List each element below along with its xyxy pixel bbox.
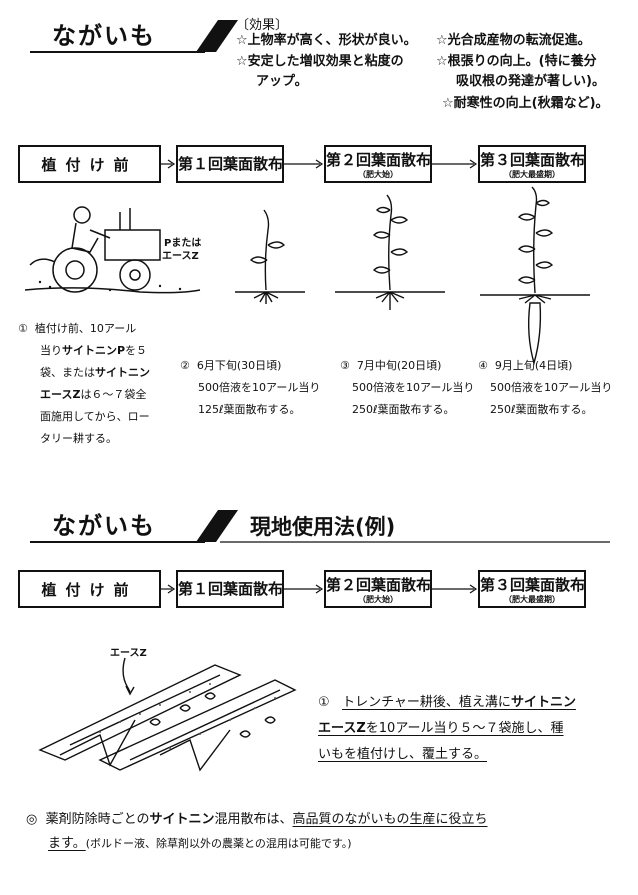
note-marker: ④ <box>478 359 488 372</box>
note-line: タリー耕する。 <box>40 432 117 445</box>
yam-plant-late <box>480 186 590 366</box>
yam-plant-mid <box>335 194 445 310</box>
flow-step-preplant: 植付け前 <box>18 145 161 183</box>
note-line: 混用散布は、 <box>214 812 293 827</box>
effect-item: 吸収根の発達が著しい)。 <box>456 74 605 89</box>
section1-title: ながいも <box>52 22 156 50</box>
tractor-label-line2: エースZ <box>162 251 199 262</box>
title-slash-decoration <box>30 510 610 543</box>
note-marker: ① <box>18 322 28 335</box>
note-line: 500倍液を10アール当り <box>198 381 321 394</box>
section2-title: ながいも <box>52 512 156 540</box>
note-line: 250ℓ葉面散布する。 <box>490 403 593 416</box>
note-line: 250ℓ葉面散布する。 <box>352 403 455 416</box>
flow-step-label: 第３回葉面散布 <box>480 151 586 169</box>
effects-label: 〔効果〕 <box>236 18 289 33</box>
flow-step-spray2: 第２回葉面散布 （肥大始） <box>324 145 432 183</box>
note-line: いもを植付けし、覆土する。 <box>318 747 488 762</box>
flow-step-sub: （肥大始） <box>358 595 398 604</box>
flow-step-label: 第２回葉面散布 <box>326 151 432 169</box>
tractor-label-line1: Pまたは <box>164 238 202 249</box>
note-line: 500倍液を10アール当り <box>490 381 613 394</box>
flow-step-spray2: 第２回葉面散布 （肥大始） <box>324 570 432 608</box>
trench-field-illustration <box>38 657 297 772</box>
note-marker: ② <box>180 359 190 372</box>
flow-step-spray1: 第１回葉面散布 <box>176 145 284 183</box>
note-line: 9月上旬(4日頃) <box>494 359 573 372</box>
flow-step-spray3: 第３回葉面散布 （肥大最盛期） <box>478 145 586 183</box>
effect-item: ☆安定した増収効果と粘度の <box>236 54 404 69</box>
note-line: を10アール当り５～７袋施し、種 <box>365 721 564 736</box>
flow-step-sub: （肥大最盛期） <box>504 595 560 604</box>
note-line: 6月下旬(30日頃) <box>196 359 282 372</box>
flow-step-label: 第１回葉面散布 <box>178 155 284 173</box>
note-line: ます。 <box>48 836 86 851</box>
note-spray2: ③ 7月中旬(20日頃) 500倍液を10アール当り 250ℓ葉面散布する。 <box>340 355 474 421</box>
note-line: 500倍液を10アール当り <box>352 381 475 394</box>
tractor-illustration <box>24 206 201 294</box>
note-line: 高品質のながいもの生産に役立ち <box>292 812 488 827</box>
effect-item: ☆耐寒性の向上(秋霜など)。 <box>442 96 609 111</box>
note-line: 薬剤防除時ごとの <box>45 812 150 827</box>
flow-step-spray1: 第１回葉面散布 <box>176 570 284 608</box>
product-name: サイトニンP <box>62 344 126 357</box>
flow-step-label: 植付け前 <box>41 156 138 174</box>
note-marker: ③ <box>340 359 350 372</box>
note-line: 125ℓ葉面散布する。 <box>198 403 301 416</box>
effect-item: ☆上物率が高く、形状が良い。 <box>236 33 417 48</box>
note-line: は６～７袋全 <box>80 388 147 401</box>
note-line: (ボルドー液、除草剤以外の農薬との混用は可能です。) <box>85 837 352 850</box>
note-spray3: ④ 9月上旬(4日頃) 500倍液を10アール当り 250ℓ葉面散布する。 <box>478 355 612 421</box>
note-line: 面施用してから、ロー <box>40 410 150 423</box>
product-name: エースZ <box>40 388 81 401</box>
note-line: を５ <box>125 344 148 357</box>
flow-step-label: 第１回葉面散布 <box>178 580 284 598</box>
flow-arrows <box>161 159 478 169</box>
flow-step-label: 植付け前 <box>41 581 138 599</box>
flow-step-spray3: 第３回葉面散布 （肥大最盛期） <box>478 570 586 608</box>
note-line: トレンチャー耕後、植え溝に <box>342 695 511 710</box>
bottom-marker: ◎ <box>26 812 38 827</box>
note-line: 当り <box>40 344 62 357</box>
note-preplant: ① 植付け前、10アール 当りサイトニンPを５ 袋、またはサイトニン エースZは… <box>18 318 150 450</box>
product-name: サイトニン <box>149 812 215 827</box>
effect-item: アップ。 <box>256 74 308 89</box>
note-line: 袋、または <box>40 366 95 379</box>
note-spray1: ② 6月下旬(30日頃) 500倍液を10アール当り 125ℓ葉面散布する。 <box>180 355 320 421</box>
flow-step-sub: （肥大最盛期） <box>504 170 560 179</box>
product-name: エースZ <box>318 721 366 736</box>
field-label: エースZ <box>110 648 147 659</box>
flow-step-preplant: 植付け前 <box>18 570 161 608</box>
section2-subtitle: 現地使用法(例) <box>250 515 396 539</box>
effect-item: ☆光合成産物の転流促進。 <box>436 33 591 48</box>
title-slash-decoration <box>30 20 238 53</box>
flow-step-label: 第３回葉面散布 <box>480 576 586 594</box>
flow-arrows <box>161 584 478 594</box>
yam-plant-early <box>235 209 305 304</box>
flow-step-label: 第２回葉面散布 <box>326 576 432 594</box>
flow-step-sub: （肥大始） <box>358 170 398 179</box>
product-name: サイトニン <box>95 366 150 379</box>
note-line: 7月中旬(20日頃) <box>356 359 442 372</box>
note-line: 植付け前、10アール <box>34 322 137 335</box>
product-name: サイトニン <box>510 695 576 710</box>
bottom-note: ◎ 薬剤防除時ごとのサイトニン混用散布は、高品質のながいもの生産に役立ち ます。… <box>26 808 488 856</box>
note-marker: ① <box>318 695 330 710</box>
field-note: ① トレンチャー耕後、植え溝にサイトニン エースZを10アール当り５～７袋施し、… <box>318 690 576 768</box>
effect-item: ☆根張りの向上。(特に養分 <box>436 54 597 69</box>
